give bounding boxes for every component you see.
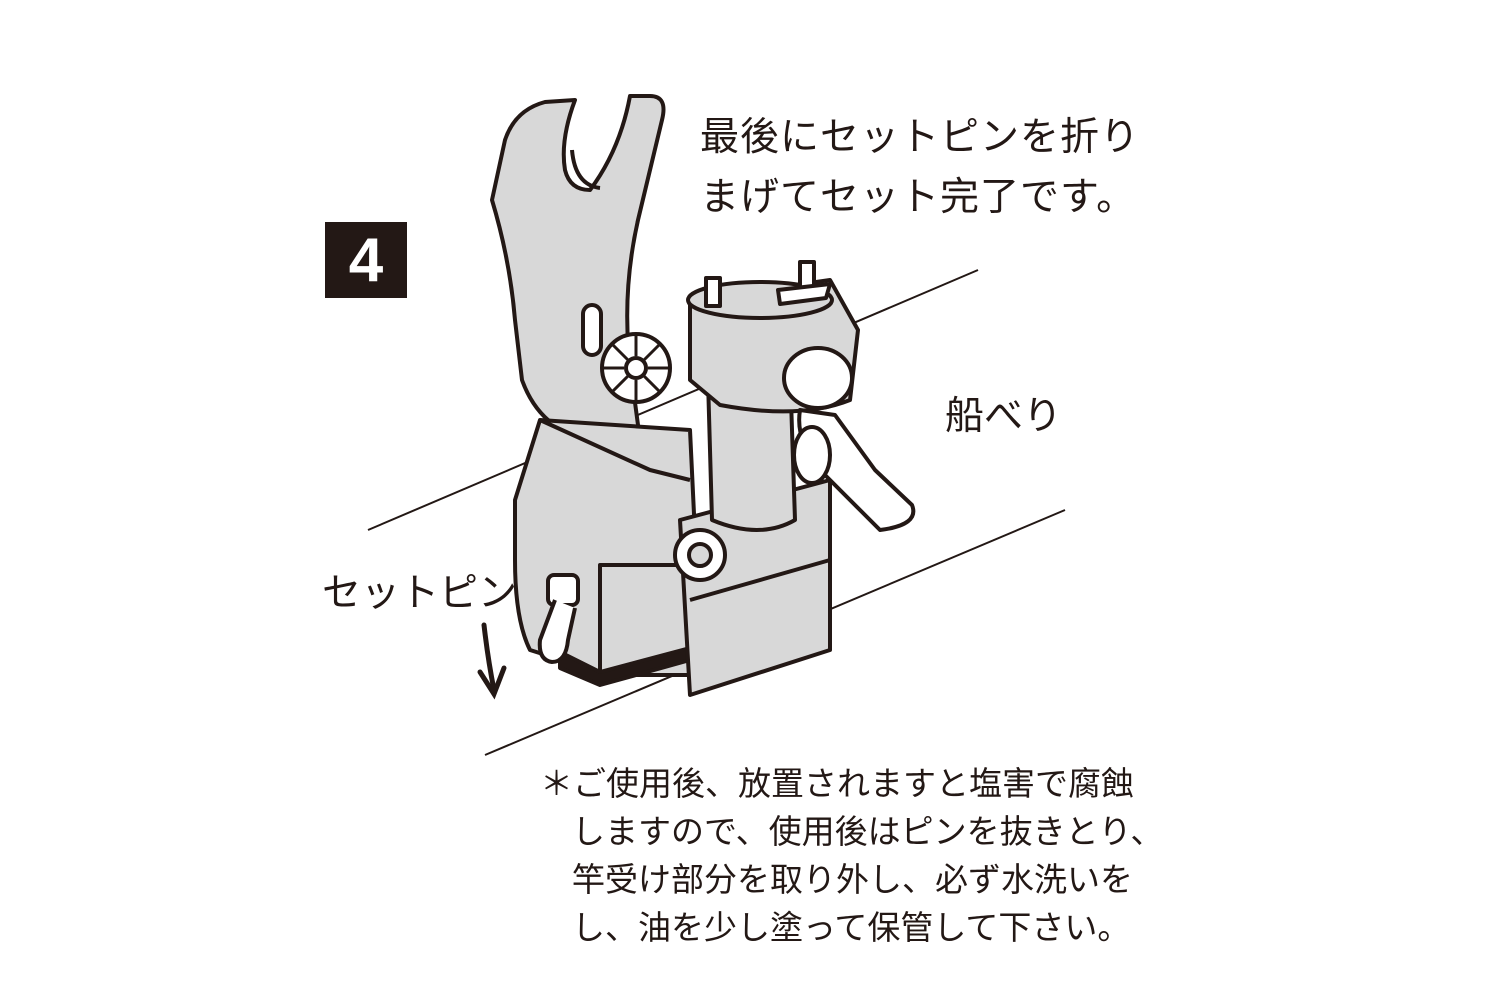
rod-holder-body: [490, 94, 916, 697]
care-note-line-4: し、油を少し塗って保管して下さい。: [572, 908, 1131, 947]
heading-line-2: まげてセット完了です。: [700, 175, 1137, 220]
side-tube: [782, 346, 854, 410]
care-note: ＊ご使用後、放置されますと塩害で腐蝕 しますので、使用後はピンを抜きとり、 竿受…: [540, 760, 1190, 952]
down-arrow-icon: [477, 622, 507, 700]
care-note-line-2: しますので、使用後はピンを抜きとり、: [572, 812, 1164, 851]
set-pin-label: セットピン: [322, 571, 518, 616]
set-pin: [537, 599, 577, 664]
care-note-line-3: 竿受け部分を取り外し、必ず水洗いを: [572, 860, 1133, 899]
gunwale-top-line: [367, 269, 979, 531]
heading-line-1: 最後にセットピンを折り: [700, 115, 1141, 160]
instruction-heading: 最後にセットピンを折り まげてセット完了です。: [700, 108, 1140, 228]
hull-label: 船べり: [945, 394, 1063, 439]
set-pin-housing: [546, 573, 580, 607]
fork-slot: [581, 303, 603, 357]
step-number-badge: 4: [325, 222, 407, 298]
thumb-screw-right: [776, 282, 832, 306]
thumb-screw-left: [704, 276, 722, 308]
care-note-line-1: ＊ご使用後、放置されますと塩害で腐蝕: [540, 764, 1134, 803]
